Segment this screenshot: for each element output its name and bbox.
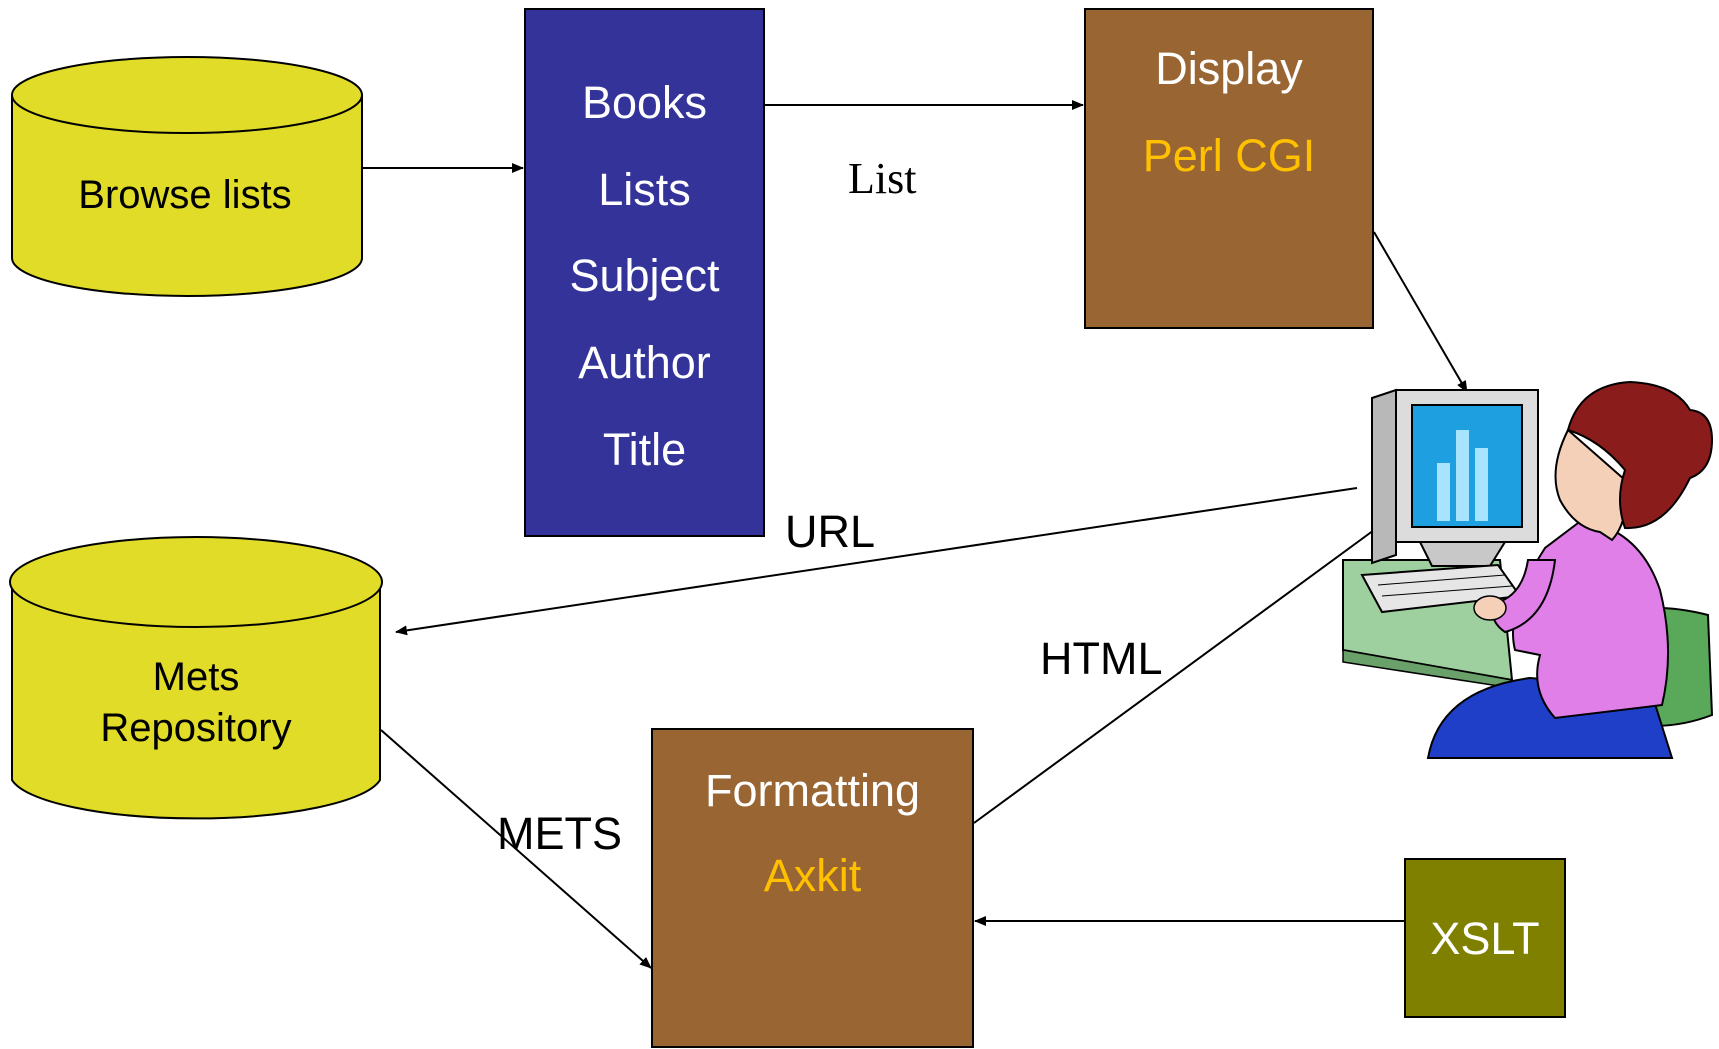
arrow-user-to-repository-url bbox=[395, 487, 1358, 636]
display-title: Display bbox=[1155, 43, 1303, 94]
display-subtitle: Perl CGI bbox=[1142, 130, 1316, 181]
xslt-label: XSLT bbox=[1430, 913, 1540, 964]
nav-menu-box bbox=[524, 8, 765, 537]
woman-at-computer-icon bbox=[1342, 380, 1714, 759]
nav-item-title: Title bbox=[602, 424, 687, 475]
arrow-display-to-user bbox=[1373, 231, 1468, 393]
edge-label-list: List bbox=[848, 154, 917, 203]
xslt-box bbox=[1404, 858, 1566, 1018]
edge-label-url: URL bbox=[785, 506, 876, 557]
mets-repository-line1: Mets bbox=[152, 655, 240, 699]
nav-item-books: Books bbox=[581, 77, 708, 128]
edge-label-mets: METS bbox=[497, 808, 623, 859]
formatting-subtitle: Axkit bbox=[763, 850, 862, 901]
formatting-title: Formatting bbox=[704, 765, 921, 816]
nav-item-author: Author bbox=[578, 337, 711, 388]
formatting-box bbox=[651, 728, 974, 1048]
browse-lists-label: Browse lists bbox=[78, 173, 292, 217]
arrow-formatting-to-user-html bbox=[973, 521, 1386, 824]
mets-repository-label: Mets Repository bbox=[10, 652, 382, 754]
browse-lists-database bbox=[11, 56, 363, 297]
edge-label-html: HTML bbox=[1040, 633, 1163, 684]
display-box bbox=[1084, 8, 1374, 329]
mets-repository-database bbox=[9, 536, 383, 820]
nav-item-lists: Lists bbox=[598, 164, 691, 215]
mets-repository-line2: Repository bbox=[100, 706, 292, 750]
arrow-repository-to-formatting bbox=[380, 729, 652, 969]
nav-item-subject: Subject bbox=[569, 250, 720, 301]
